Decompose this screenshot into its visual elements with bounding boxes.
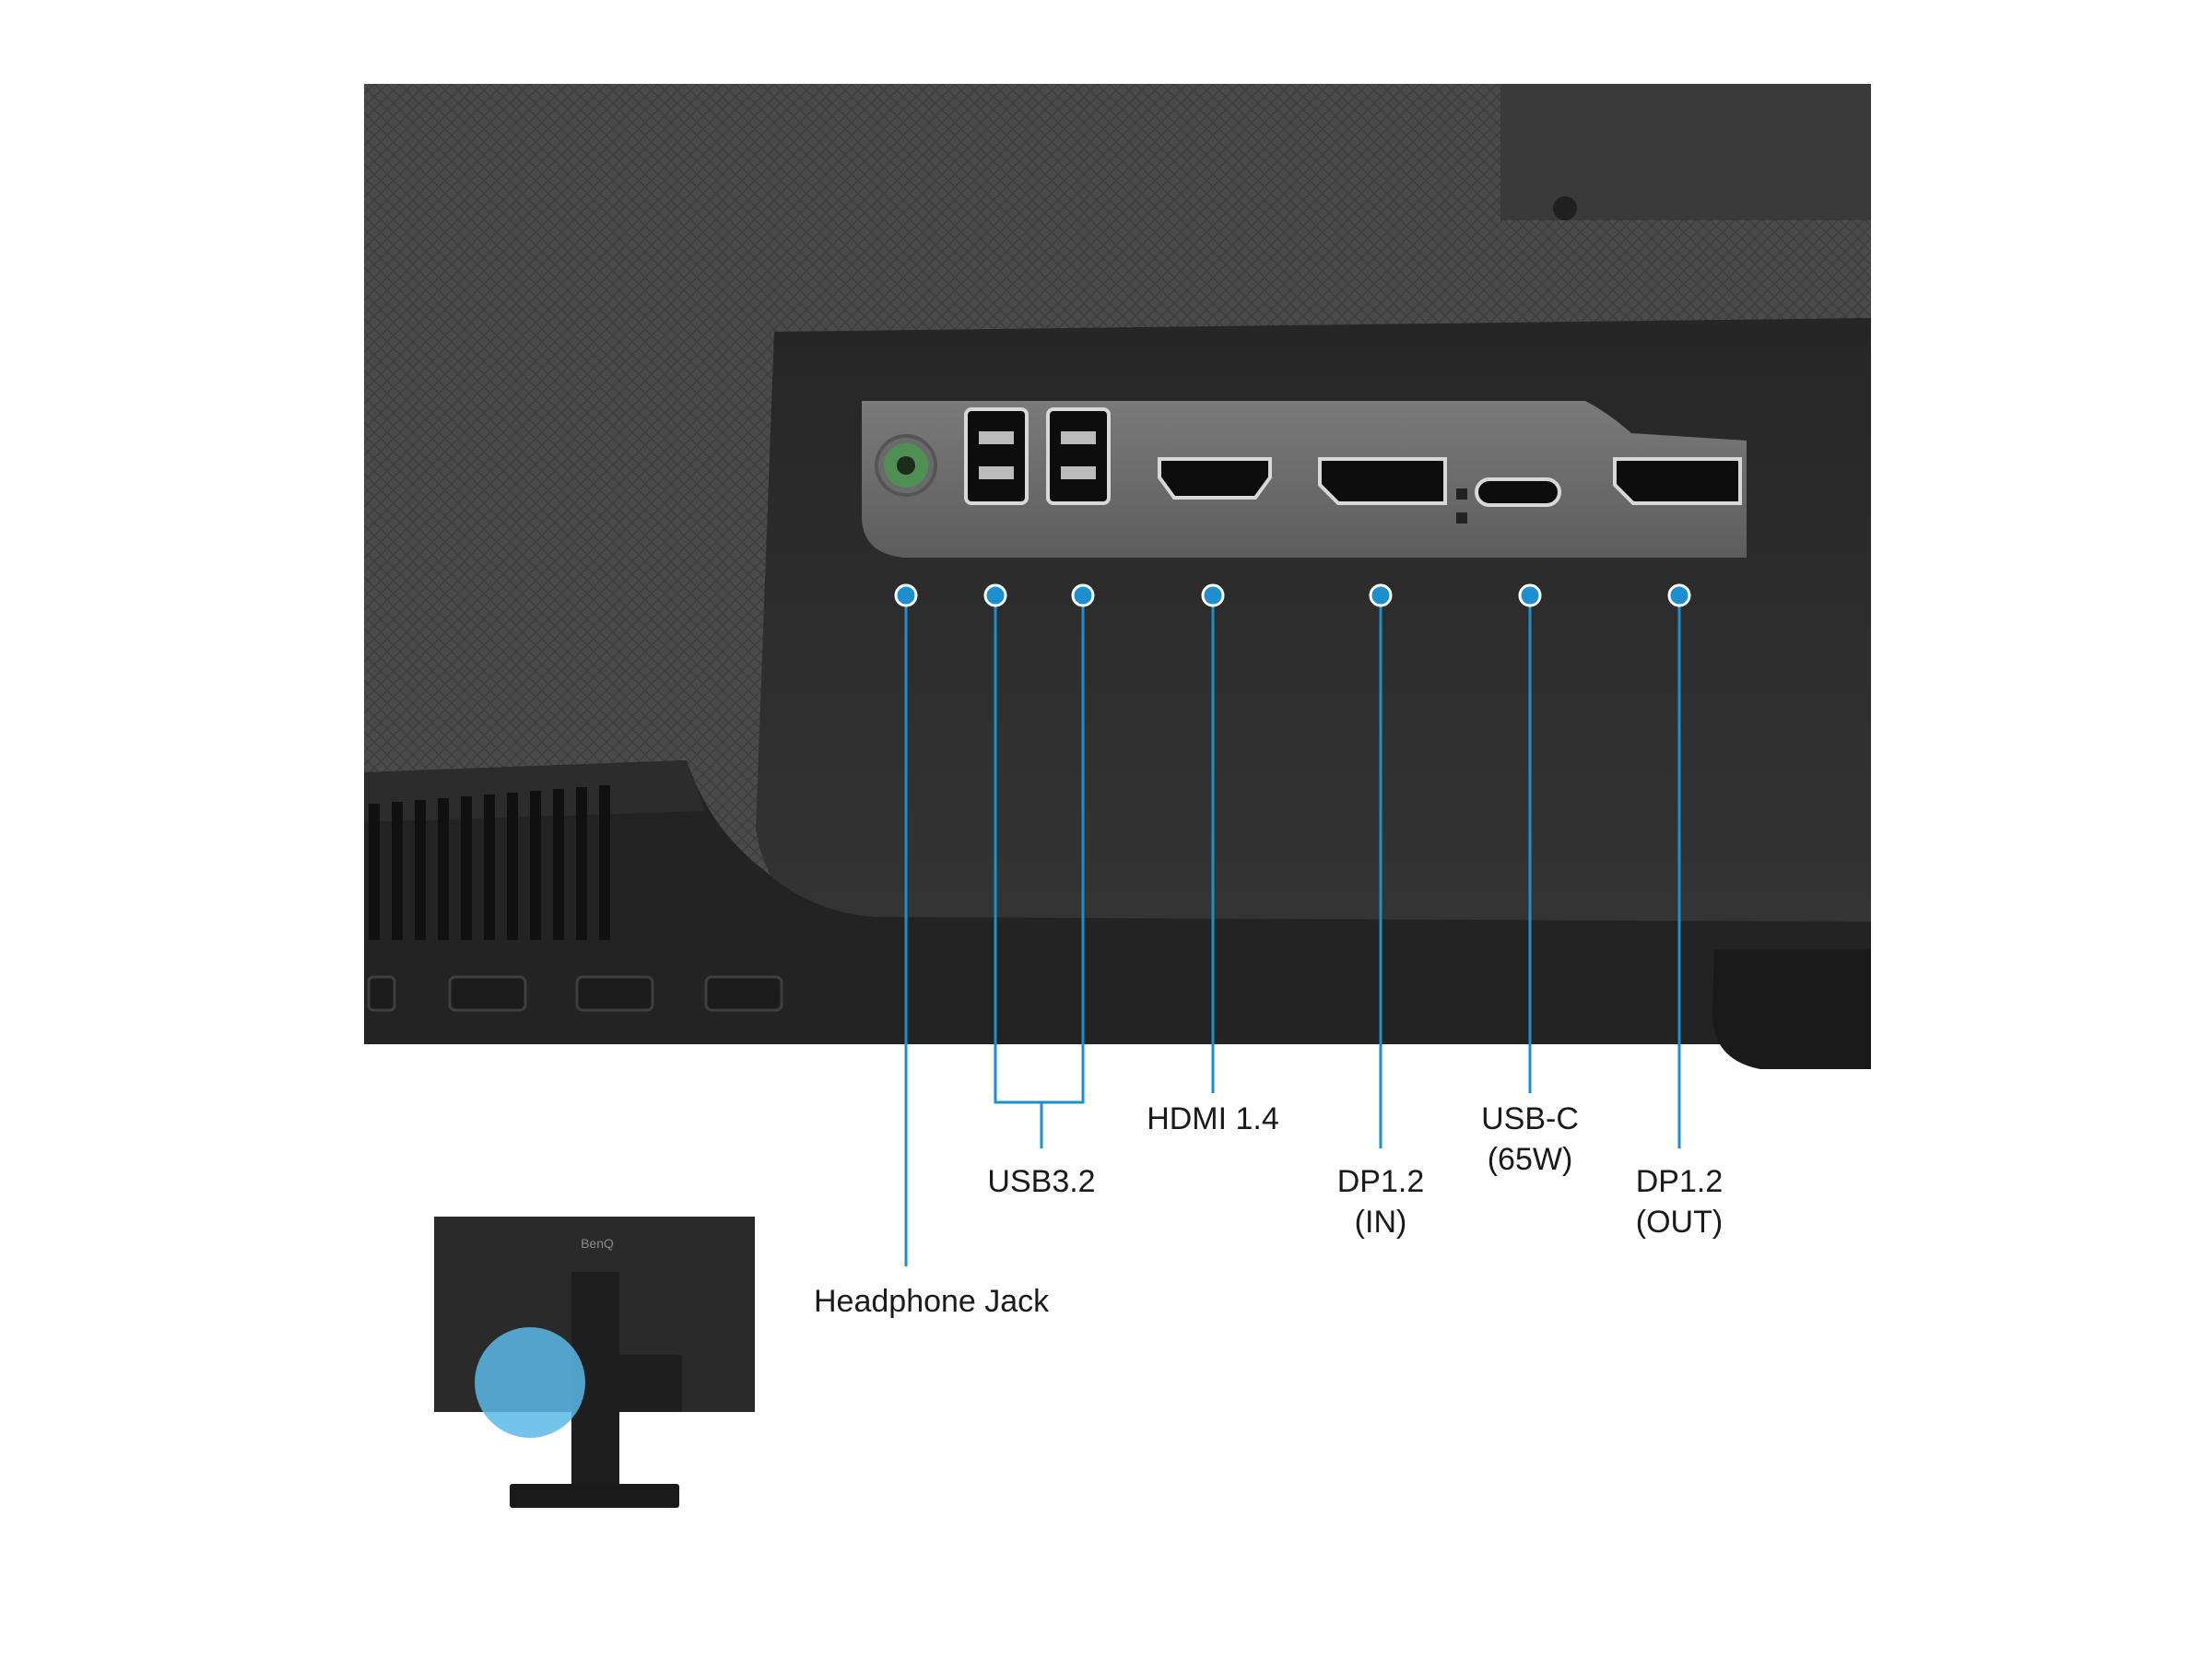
label-usb-c: USB-C (65W) — [1481, 1099, 1579, 1180]
dp-in-port — [1318, 457, 1447, 505]
label-usb-c-line2: (65W) — [1487, 1142, 1573, 1177]
label-dp-in-line2: (IN) — [1354, 1205, 1407, 1240]
monitor-thumbnail: BenQ — [434, 1217, 755, 1508]
headphone-jack-port — [875, 434, 937, 497]
control-buttons — [367, 975, 783, 1012]
callout-dots — [894, 583, 1691, 607]
label-dp-in: DP1.2 (IN) — [1337, 1161, 1425, 1242]
usb-c-port — [1475, 477, 1561, 507]
hdmi-port — [1158, 457, 1272, 500]
usb-port-1 — [964, 407, 1029, 505]
label-usb: USB3.2 — [987, 1164, 1096, 1199]
port-location-highlight — [475, 1327, 585, 1438]
monitor-closeup — [364, 84, 1871, 1069]
label-usb-c-line1: USB-C — [1481, 1101, 1579, 1136]
label-dp-out: DP1.2 (OUT) — [1636, 1161, 1724, 1242]
callouts — [904, 595, 1681, 1266]
label-dp-out-line2: (OUT) — [1635, 1205, 1724, 1240]
dp-out-port — [1613, 457, 1742, 505]
thumbnail-brand: BenQ — [581, 1236, 614, 1251]
label-headphone-jack: Headphone Jack — [814, 1284, 1050, 1319]
usb-port-2 — [1046, 407, 1111, 505]
vent-grille — [369, 785, 610, 940]
label-hdmi: HDMI 1.4 — [1147, 1101, 1279, 1136]
label-dp-in-line1: DP1.2 — [1336, 1164, 1425, 1199]
label-dp-out-line1: DP1.2 — [1635, 1164, 1724, 1199]
